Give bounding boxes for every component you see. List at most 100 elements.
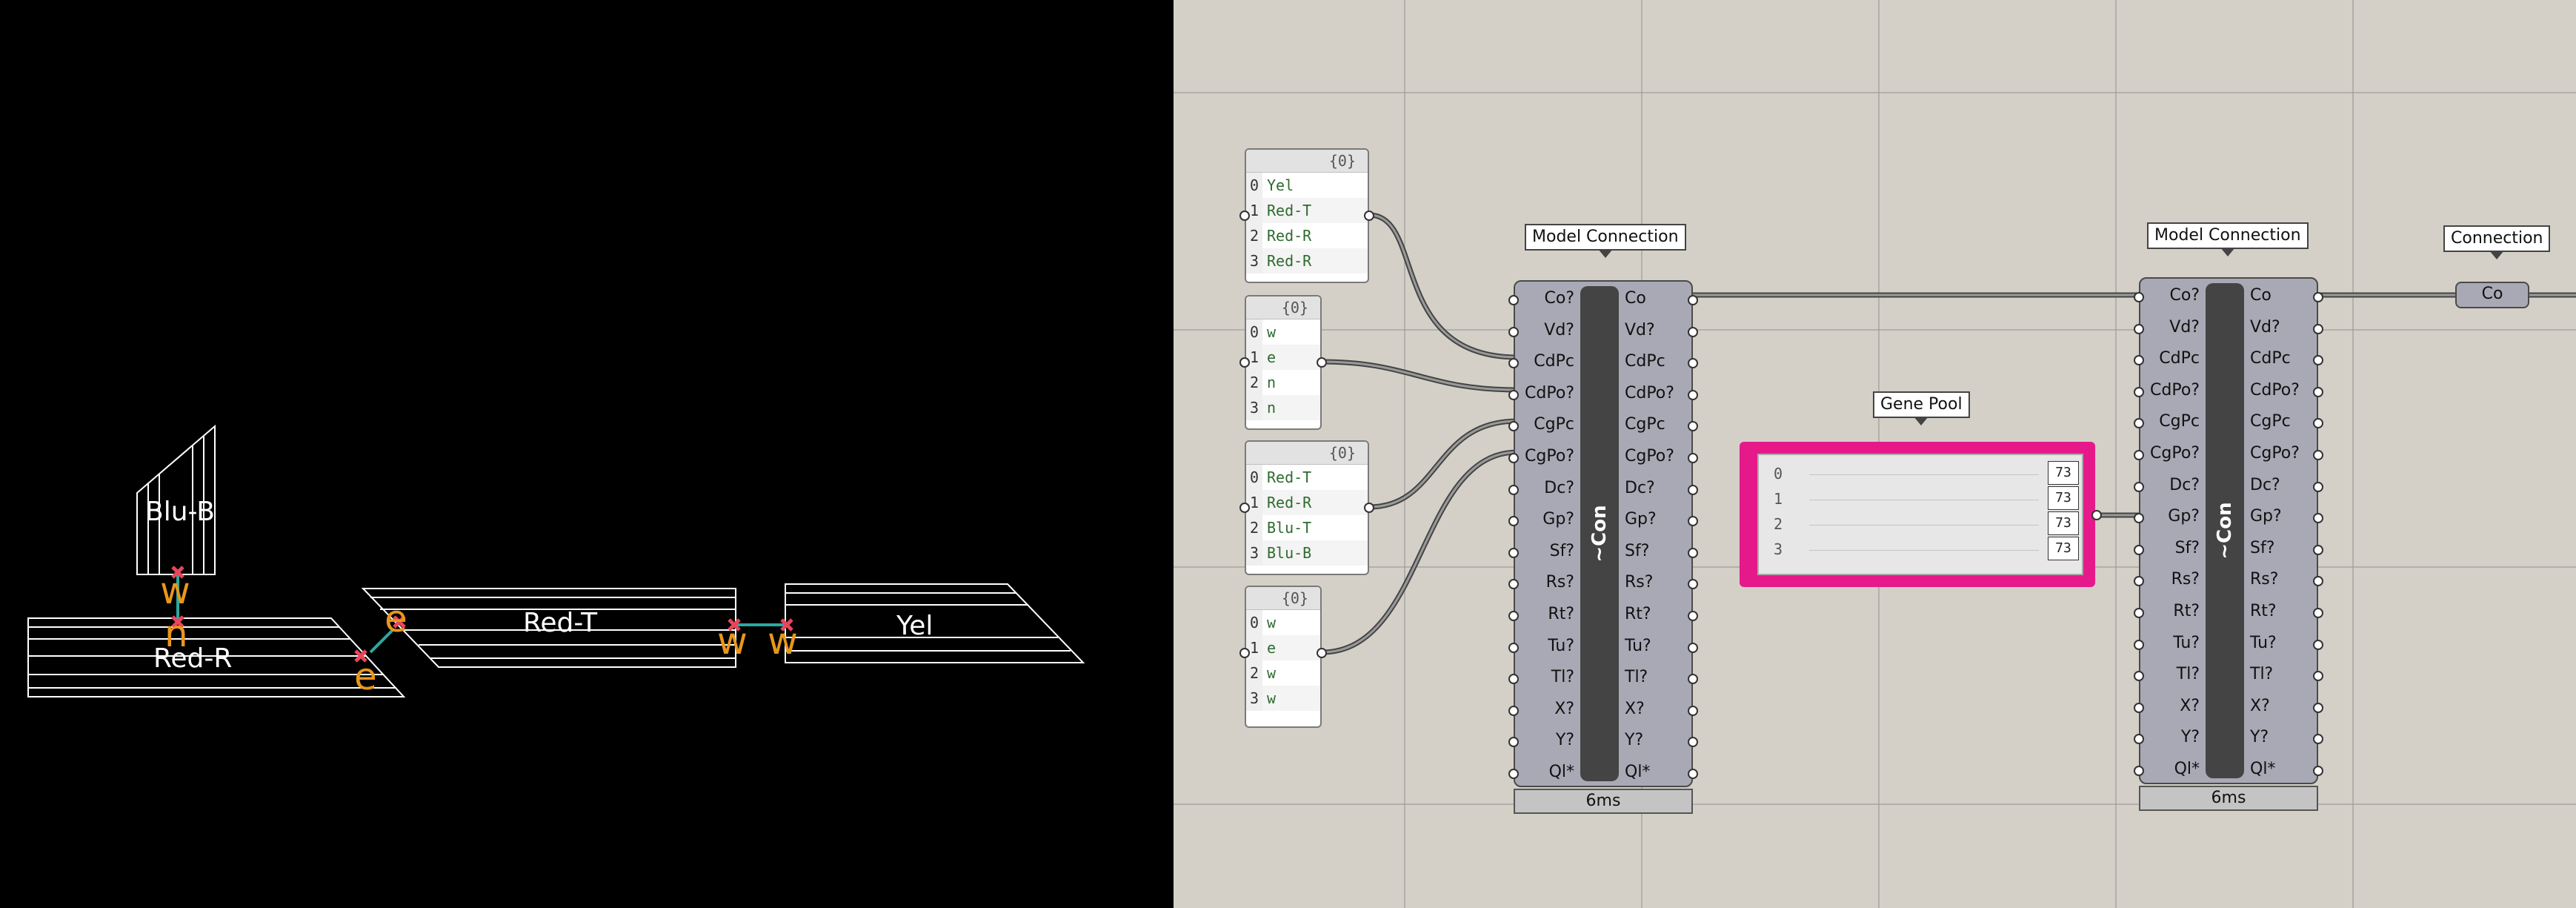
input-grip[interactable] bbox=[2134, 418, 2144, 429]
output-param-label[interactable]: Vd? bbox=[2250, 317, 2280, 337]
output-param-label[interactable]: Co bbox=[1625, 289, 1646, 308]
input-grip[interactable] bbox=[1508, 389, 1519, 400]
input-grip[interactable] bbox=[1508, 453, 1519, 463]
output-param-label[interactable]: Ql* bbox=[2250, 760, 2276, 778]
output-grip[interactable] bbox=[2313, 292, 2323, 302]
input-grip[interactable] bbox=[1508, 516, 1519, 527]
input-param-label[interactable]: X? bbox=[1554, 699, 1574, 718]
output-grip[interactable] bbox=[1688, 358, 1698, 369]
output-grip[interactable] bbox=[1688, 295, 1698, 305]
input-param-label[interactable]: X? bbox=[2180, 696, 2200, 715]
panel-output-grip[interactable] bbox=[1317, 648, 1327, 658]
input-param-label[interactable]: Vd? bbox=[1544, 320, 1574, 339]
output-param-label[interactable]: CdPo? bbox=[1625, 383, 1674, 402]
output-param-label[interactable]: Y? bbox=[2250, 728, 2269, 747]
input-grip[interactable] bbox=[1508, 326, 1519, 337]
output-grip[interactable] bbox=[2313, 702, 2323, 713]
output-param-label[interactable]: Tu? bbox=[2250, 633, 2277, 652]
output-grip[interactable] bbox=[2313, 450, 2323, 460]
input-param-label[interactable]: CgPc bbox=[2159, 412, 2200, 431]
panel-input-grip[interactable] bbox=[1239, 211, 1250, 221]
input-param-label[interactable]: Gp? bbox=[1542, 510, 1574, 529]
panel-input-grip[interactable] bbox=[1239, 648, 1250, 658]
input-param-label[interactable]: Vd? bbox=[2169, 317, 2200, 337]
output-param-label[interactable]: Tl? bbox=[1625, 668, 1648, 687]
output-grip[interactable] bbox=[2313, 734, 2323, 745]
input-param-label[interactable]: Sf? bbox=[2174, 538, 2200, 557]
output-param-label[interactable]: CdPo? bbox=[2250, 380, 2300, 400]
input-grip[interactable] bbox=[2134, 292, 2144, 302]
output-param-label[interactable]: CgPo? bbox=[1625, 447, 1674, 465]
input-grip[interactable] bbox=[1508, 705, 1519, 716]
output-param-label[interactable]: Co bbox=[2250, 286, 2272, 305]
output-grip[interactable] bbox=[2313, 544, 2323, 555]
input-param-label[interactable]: Co? bbox=[1544, 289, 1575, 308]
output-grip[interactable] bbox=[1688, 326, 1698, 337]
input-grip[interactable] bbox=[2134, 450, 2144, 460]
input-param-label[interactable]: CgPo? bbox=[2150, 444, 2200, 463]
output-grip[interactable] bbox=[2313, 355, 2323, 366]
output-param-label[interactable]: X? bbox=[1625, 699, 1645, 718]
input-param-label[interactable]: Tu? bbox=[1548, 636, 1574, 655]
output-grip[interactable] bbox=[2313, 386, 2323, 397]
output-param-label[interactable]: Sf? bbox=[1625, 541, 1650, 560]
output-param-label[interactable]: Y? bbox=[1625, 731, 1644, 750]
input-param-label[interactable]: Ql* bbox=[2174, 760, 2200, 778]
input-grip[interactable] bbox=[1508, 484, 1519, 495]
panel-output-grip[interactable] bbox=[1364, 503, 1374, 513]
input-param-label[interactable]: Dc? bbox=[2169, 475, 2200, 494]
output-param-label[interactable]: Dc? bbox=[1625, 478, 1655, 497]
input-param-label[interactable]: CdPc bbox=[1534, 352, 1574, 371]
output-param-label[interactable]: CdPc bbox=[2250, 349, 2291, 368]
input-grip[interactable] bbox=[1508, 547, 1519, 558]
input-grip[interactable] bbox=[2134, 766, 2144, 776]
connection-param[interactable]: Co bbox=[2455, 282, 2529, 308]
output-param-label[interactable]: CdPc bbox=[1625, 352, 1665, 371]
input-grip[interactable] bbox=[2134, 355, 2144, 366]
input-grip[interactable] bbox=[2134, 702, 2144, 713]
output-grip[interactable] bbox=[1688, 579, 1698, 590]
output-grip[interactable] bbox=[2313, 576, 2323, 587]
input-param-label[interactable]: Tl? bbox=[1551, 668, 1574, 687]
input-param-label[interactable]: Y? bbox=[1555, 731, 1574, 750]
input-param-label[interactable]: Ql* bbox=[1548, 763, 1574, 781]
output-param-label[interactable]: CgPc bbox=[2250, 412, 2291, 431]
input-grip[interactable] bbox=[1508, 642, 1519, 653]
input-grip[interactable] bbox=[2134, 544, 2144, 555]
output-param-label[interactable]: Tl? bbox=[2250, 665, 2274, 684]
input-grip[interactable] bbox=[1508, 769, 1519, 779]
output-param-label[interactable]: Gp? bbox=[2250, 507, 2282, 526]
input-grip[interactable] bbox=[2134, 608, 2144, 618]
output-param-label[interactable]: Tu? bbox=[1625, 636, 1651, 655]
input-grip[interactable] bbox=[1508, 421, 1519, 432]
gene-pool-output-grip[interactable] bbox=[2091, 510, 2102, 520]
output-grip[interactable] bbox=[1688, 389, 1698, 400]
output-grip[interactable] bbox=[1688, 674, 1698, 685]
input-param-label[interactable]: Co? bbox=[2169, 286, 2200, 305]
output-param-label[interactable]: Rs? bbox=[1625, 573, 1654, 592]
input-param-label[interactable]: Rt? bbox=[1548, 605, 1574, 623]
output-param-label[interactable]: Rt? bbox=[1625, 605, 1651, 623]
input-param-label[interactable]: CgPc bbox=[1534, 415, 1574, 434]
input-grip[interactable] bbox=[2134, 513, 2144, 524]
input-param-label[interactable]: Tu? bbox=[2173, 633, 2200, 652]
panel-output-grip[interactable] bbox=[1317, 357, 1327, 368]
input-param-label[interactable]: Tl? bbox=[2176, 665, 2200, 684]
input-param-label[interactable]: CdPo? bbox=[1525, 383, 1574, 402]
output-param-label[interactable]: CgPc bbox=[1625, 415, 1665, 434]
output-grip[interactable] bbox=[1688, 737, 1698, 748]
output-param-label[interactable]: X? bbox=[2250, 696, 2270, 715]
input-grip[interactable] bbox=[1508, 579, 1519, 590]
output-param-label[interactable]: Rs? bbox=[2250, 570, 2279, 589]
input-grip[interactable] bbox=[1508, 358, 1519, 369]
